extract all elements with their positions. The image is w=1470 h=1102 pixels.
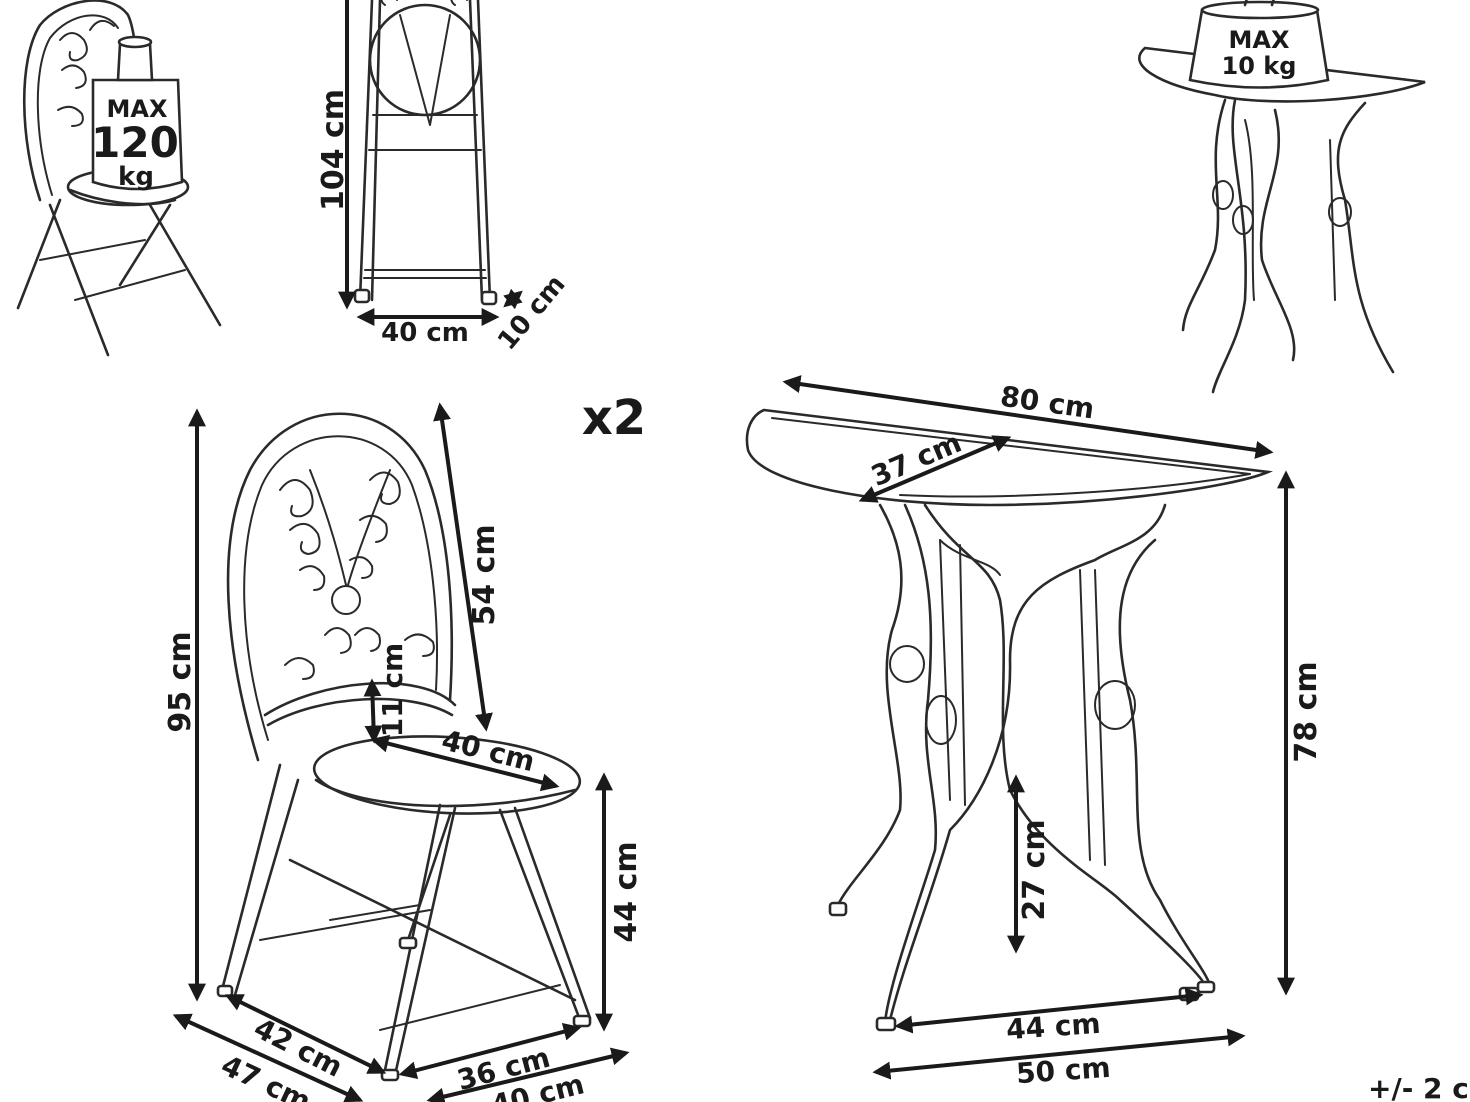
table-load-illustration bbox=[1138, 0, 1426, 394]
table-weight-max-label: MAX bbox=[1229, 26, 1290, 54]
table-height-label: 78 cm bbox=[1289, 661, 1324, 762]
chair-load-illustration bbox=[16, 0, 222, 357]
chair-back-gap-label: 11 cm bbox=[376, 643, 409, 738]
table-foot-span-inner-dimension bbox=[894, 987, 1204, 1034]
chair-back-gap-dimension bbox=[363, 678, 383, 744]
chair-seat-dimension bbox=[370, 734, 560, 792]
table-width-label: 80 cm bbox=[998, 380, 1096, 426]
table-shelf-height-label: 27 cm bbox=[1017, 819, 1052, 920]
folded-chair-illustration bbox=[353, 0, 498, 306]
chair-weight-value: 120 bbox=[91, 118, 179, 167]
folded-depth-label: 10 cm bbox=[492, 270, 571, 357]
quantity-label: x2 bbox=[582, 390, 646, 446]
table-depth-dimension bbox=[858, 435, 1012, 503]
chair-seat-height-label: 44 cm bbox=[609, 841, 644, 942]
table-foot-span-inner-label: 44 cm bbox=[1005, 1007, 1102, 1047]
folded-height-label: 104 cm bbox=[316, 89, 351, 211]
chair-weight-unit: kg bbox=[118, 162, 154, 192]
tolerance-note: +/- 2 cm bbox=[1368, 1072, 1470, 1102]
folded-width-label: 40 cm bbox=[381, 318, 469, 348]
chair-backrest-label: 54 cm bbox=[467, 524, 502, 625]
table-width-dimension bbox=[782, 375, 1274, 459]
table-foot-span-outer-dimension bbox=[872, 1028, 1246, 1080]
chair-leg-span-outer-dimension bbox=[172, 1013, 364, 1102]
chair-weight-max-label: MAX bbox=[107, 95, 168, 123]
chair-backrest-dimension bbox=[433, 402, 493, 732]
table-foot-span-outer-label: 50 cm bbox=[1015, 1051, 1112, 1091]
chair-front-outer-dimension bbox=[426, 1047, 630, 1102]
folded-depth-dimension bbox=[503, 288, 523, 310]
table-illustration bbox=[745, 408, 1274, 1032]
chair-total-height-label: 95 cm bbox=[163, 631, 198, 732]
table-weight-value: 10 kg bbox=[1222, 52, 1297, 80]
